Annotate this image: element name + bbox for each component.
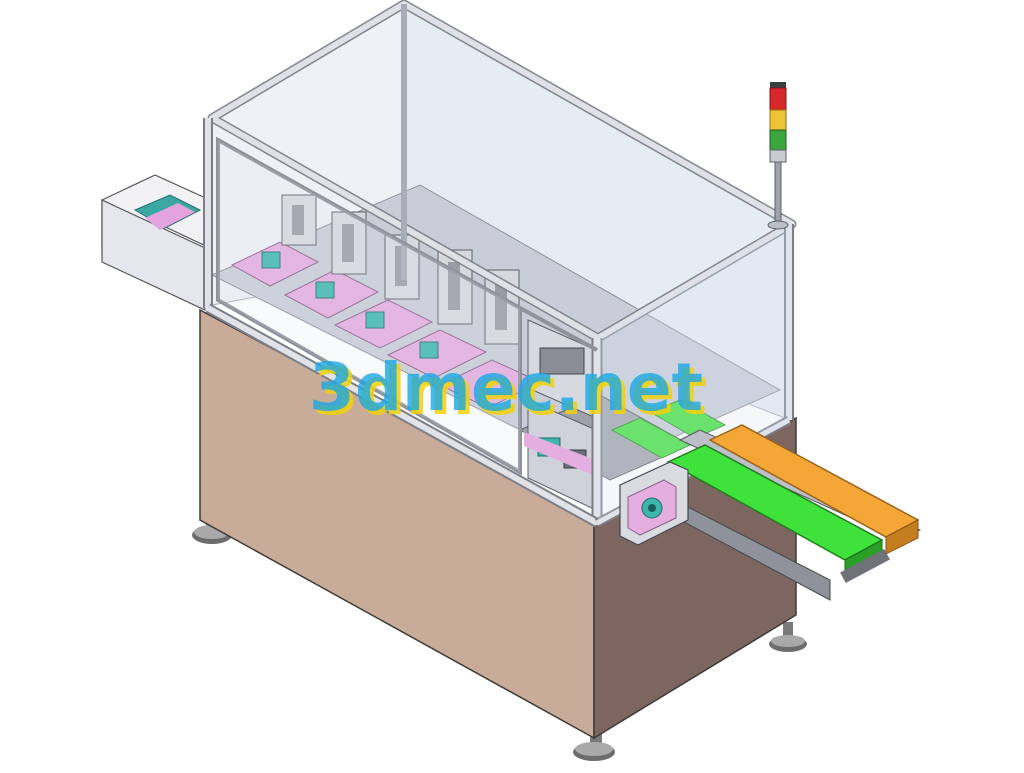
watermark-shadow: 3dmec.net — [313, 353, 707, 430]
glass-front-door — [218, 140, 520, 472]
foot-back-right — [769, 622, 807, 652]
conveyor-drive-motor — [619, 461, 689, 546]
infeed-hopper — [101, 174, 211, 311]
station-modules — [230, 194, 542, 409]
watermark-text: 3dmec.net — [309, 349, 703, 426]
signal-tower-light — [767, 82, 789, 230]
control-panel-bay — [524, 319, 600, 511]
watermark: 3dmec.net 3dmec.net — [309, 349, 707, 430]
outfeed-belt-conveyor — [666, 424, 922, 601]
station-2 — [283, 211, 380, 319]
station-1 — [230, 194, 320, 287]
glass-enclosure — [210, 7, 791, 511]
glass-right-panel — [598, 224, 792, 520]
aluminium-frame — [203, 0, 797, 528]
